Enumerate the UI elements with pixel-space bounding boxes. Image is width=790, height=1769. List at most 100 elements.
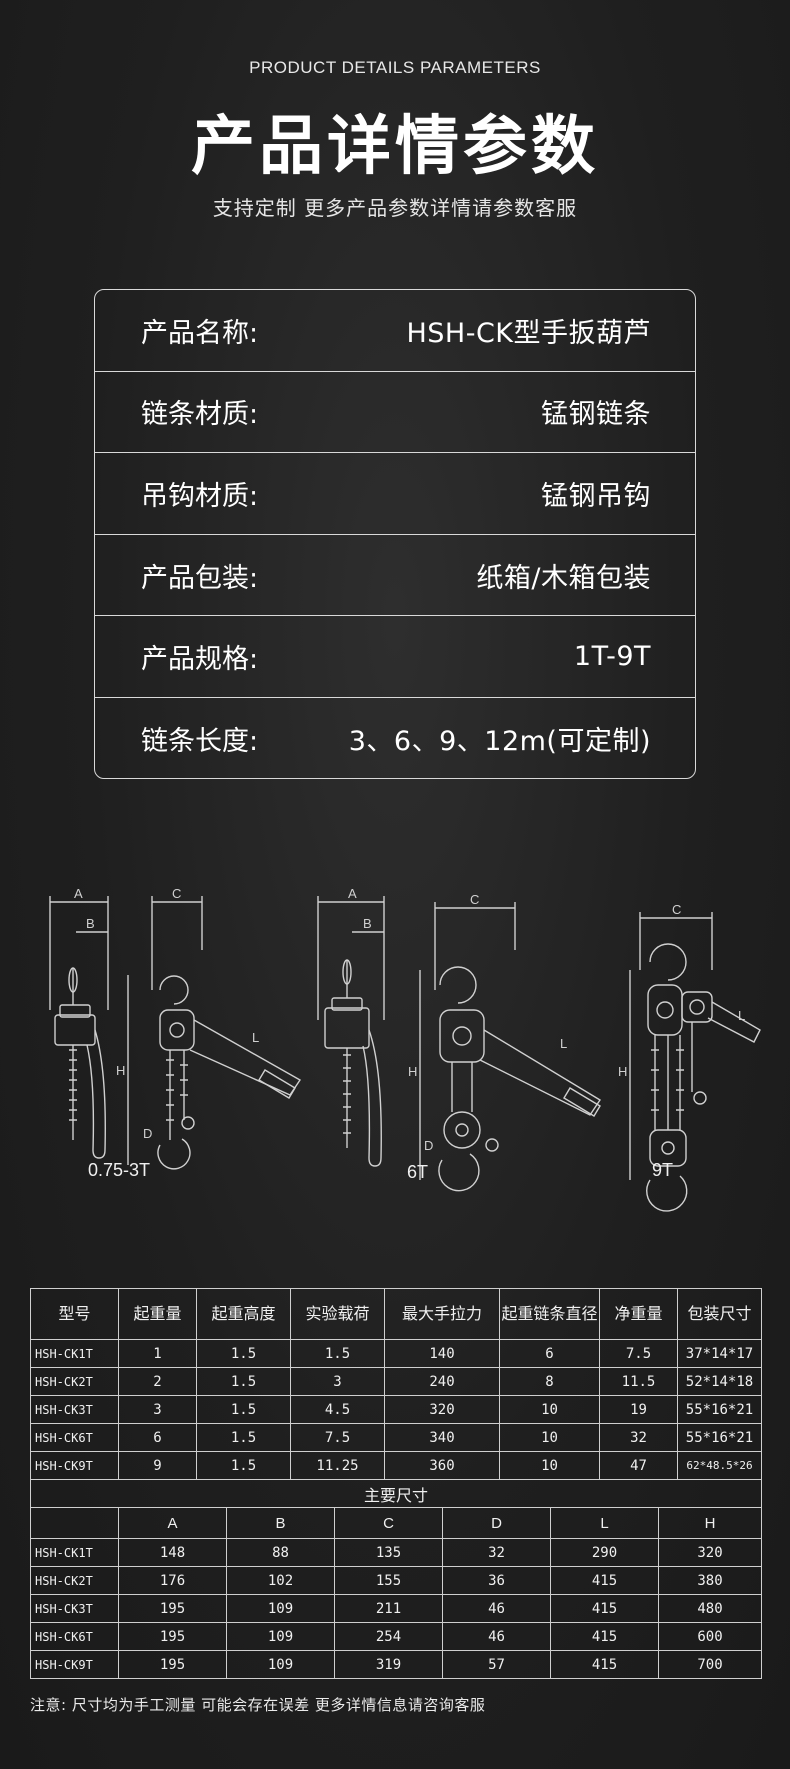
table-cell: HSH-CK6T [30, 1622, 119, 1651]
column-header: 起重量 [118, 1288, 197, 1340]
dim-label: L [560, 1036, 567, 1051]
page-subtitle: 支持定制 更多产品参数详情请参数客服 [212, 196, 578, 220]
table-row: HSH-CK9T 9 1.5 11.25 360 10 47 62*48.5*2… [30, 1451, 762, 1480]
footer-note: 注意: 尺寸均为手工测量 可能会存在误差 更多详情信息请咨询客服 [30, 1696, 486, 1714]
spec-value: 纸箱/木箱包装 [476, 562, 651, 594]
table-cell: 380 [657, 1566, 763, 1595]
table-cell: 1.5 [290, 1339, 385, 1368]
table-header-row: A B C D L H [30, 1507, 763, 1539]
table-cell: 240 [384, 1367, 500, 1396]
table-cell: 57 [442, 1650, 551, 1679]
spec-row: 产品包装: 纸箱/木箱包装 [95, 535, 695, 617]
table-cell: 36 [442, 1566, 551, 1595]
table-cell: 340 [384, 1423, 500, 1452]
table-cell: HSH-CK2T [30, 1566, 119, 1595]
table-cell: 1.5 [196, 1395, 291, 1424]
column-header: D [442, 1507, 551, 1539]
spec-value: 1T-9T [573, 641, 651, 673]
spec-table: 产品名称: HSH-CK型手扳葫芦 链条材质: 锰钢链条 吊钩材质: 锰钢吊钩 … [94, 289, 696, 779]
hoist-drawing-large: C H L [618, 902, 761, 1212]
spec-label: 产品包装: [141, 562, 259, 594]
table-row: HSH-CK2T 176 102 155 36 415 380 [30, 1566, 763, 1595]
table-cell: 55*16*21 [677, 1395, 762, 1424]
table-cell: HSH-CK2T [30, 1367, 119, 1396]
table-cell: 290 [550, 1538, 659, 1567]
dim-label: C [172, 886, 181, 901]
table-row: HSH-CK3T 195 109 211 46 415 480 [30, 1594, 763, 1623]
dim-label: A [348, 886, 357, 901]
column-header [30, 1507, 119, 1539]
table-cell: 319 [334, 1650, 443, 1679]
table-cell: HSH-CK3T [30, 1594, 119, 1623]
table-cell: 32 [442, 1538, 551, 1567]
table-header-row: 型号 起重量 起重高度 实验载荷 最大手拉力 起重链条直径 净重量 包装尺寸 [30, 1288, 762, 1340]
dim-label: D [424, 1138, 433, 1153]
table-cell: 1.5 [196, 1423, 291, 1452]
table-cell: 47 [599, 1451, 678, 1480]
table-cell: 37*14*17 [677, 1339, 762, 1368]
column-header: 最大手拉力 [384, 1288, 500, 1340]
table-cell: 600 [657, 1622, 763, 1651]
table-cell: 480 [657, 1594, 763, 1623]
table-cell: 195 [118, 1594, 227, 1623]
table-row: HSH-CK2T 2 1.5 3 240 8 11.5 52*14*18 [30, 1367, 762, 1396]
table-cell: 109 [226, 1594, 335, 1623]
dim-label: B [86, 916, 95, 931]
spec-label: 链条长度: [141, 726, 259, 758]
spec-label: 链条材质: [141, 399, 259, 431]
table-cell: 320 [384, 1395, 500, 1424]
table-cell: 1 [118, 1339, 197, 1368]
diagram-caption: 0.75-3T [88, 1160, 151, 1180]
table-cell: 32 [599, 1423, 678, 1452]
dim-label: H [618, 1064, 627, 1079]
table-cell: 1.5 [196, 1367, 291, 1396]
table-cell: HSH-CK9T [30, 1451, 119, 1480]
table-cell: 6 [499, 1339, 600, 1368]
table-row: HSH-CK1T 148 88 135 32 290 320 [30, 1538, 763, 1567]
dim-label: B [363, 916, 372, 931]
spec-row: 吊钩材质: 锰钢吊钩 [95, 453, 695, 535]
table-cell: 176 [118, 1566, 227, 1595]
table-cell: 19 [599, 1395, 678, 1424]
page-title-english: PRODUCT DETAILS PARAMETERS [249, 58, 541, 77]
hoist-drawings: A B C H L [49, 886, 761, 1212]
column-header: C [334, 1507, 443, 1539]
table-cell: HSH-CK1T [30, 1339, 119, 1368]
dimension-table: 主要尺寸 A B C D L H HSH-CK1T 148 88 135 32 … [29, 1479, 763, 1679]
spec-row: 链条材质: 锰钢链条 [95, 372, 695, 454]
table-cell: 9 [118, 1451, 197, 1480]
column-header: 实验载荷 [290, 1288, 385, 1340]
dim-label: C [672, 902, 681, 917]
table-cell: 6 [118, 1423, 197, 1452]
table-cell: 10 [499, 1451, 600, 1480]
table-cell: 88 [226, 1538, 335, 1567]
table-cell: 148 [118, 1538, 227, 1567]
hoist-drawing-medium: A B C H L D [317, 886, 601, 1192]
dim-label: D [143, 1126, 152, 1141]
table-cell: HSH-CK3T [30, 1395, 119, 1424]
table-cell: 11.25 [290, 1451, 385, 1480]
table-row: HSH-CK1T 1 1.5 1.5 140 6 7.5 37*14*17 [30, 1339, 762, 1368]
table-cell: 1.5 [196, 1339, 291, 1368]
table-caption-row: 主要尺寸 [29, 1479, 763, 1508]
table-cell: 7.5 [599, 1339, 678, 1368]
table-cell: 109 [226, 1622, 335, 1651]
column-header: 起重链条直径 [499, 1288, 600, 1340]
table-cell: 211 [334, 1594, 443, 1623]
table-cell: 3 [118, 1395, 197, 1424]
table-cell: 10 [499, 1395, 600, 1424]
hoist-drawing-small: A B C H L [49, 886, 302, 1170]
table-cell: 415 [550, 1566, 659, 1595]
dim-label: C [470, 892, 479, 907]
table-cell: 46 [442, 1622, 551, 1651]
dim-label: A [74, 886, 83, 901]
dim-label: L [252, 1030, 259, 1045]
column-header: 型号 [30, 1288, 119, 1340]
dim-label: H [408, 1064, 417, 1079]
table-cell: 135 [334, 1538, 443, 1567]
table-row: HSH-CK9T 195 109 319 57 415 700 [30, 1650, 763, 1679]
table-cell: 140 [384, 1339, 500, 1368]
column-header: 起重高度 [196, 1288, 291, 1340]
table-row: HSH-CK6T 6 1.5 7.5 340 10 32 55*16*21 [30, 1423, 762, 1452]
load-parameter-table: 型号 起重量 起重高度 实验载荷 最大手拉力 起重链条直径 净重量 包装尺寸 H… [30, 1288, 762, 1480]
